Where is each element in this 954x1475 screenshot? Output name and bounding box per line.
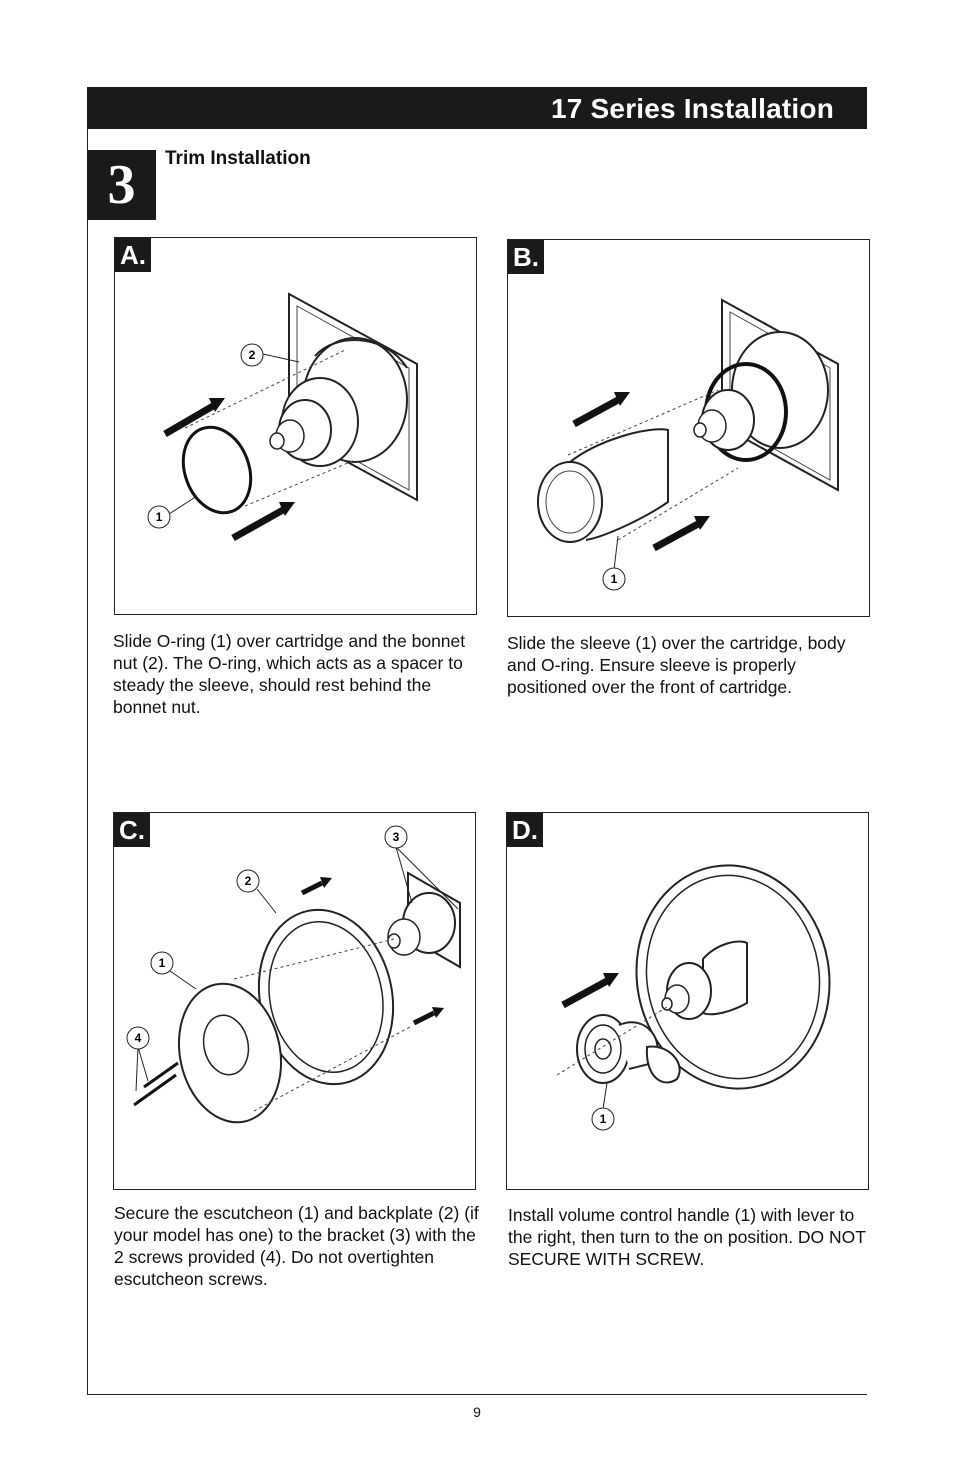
caption-c: Secure the escutcheon (1) and backplate … [114, 1203, 479, 1289]
panel-c-illustration: 3 2 1 4 [126, 825, 461, 1124]
caption-b: Slide the sleeve (1) over the cartridge,… [507, 633, 846, 697]
callout-2: 2 [245, 874, 252, 888]
caption-d: Install volume control handle (1) with l… [508, 1205, 866, 1269]
panel-c-label: C. [114, 813, 150, 847]
callout-1: 1 [611, 572, 618, 586]
callout-4: 4 [135, 1031, 142, 1045]
panel-b-label: B. [508, 240, 544, 274]
panel-c: 3 2 1 4 C. [113, 812, 476, 1190]
panel-b-illustration: 1 [537, 298, 839, 591]
panel-d-illustration: 1 [556, 864, 831, 1131]
page-title: 17 Series Installation [551, 93, 834, 124]
callout-1: 1 [600, 1112, 607, 1126]
page-number: 9 [473, 1404, 481, 1420]
bottom-rule [87, 1394, 867, 1395]
left-rule [87, 129, 88, 1395]
panel-a: 2 1 A. [114, 237, 477, 615]
header-bar: 17 Series Installation [87, 87, 867, 129]
callout-3: 3 [393, 830, 400, 844]
callout-1: 1 [156, 510, 163, 524]
panel-a-illustration: 2 1 [147, 292, 418, 542]
panel-d-label: D. [507, 813, 543, 847]
panel-d: 1 D. [506, 812, 869, 1190]
caption-a: Slide O-ring (1) over cartridge and the … [113, 631, 466, 717]
section-title: Trim Installation [165, 148, 311, 169]
callout-1: 1 [159, 956, 166, 970]
callout-2: 2 [249, 348, 256, 362]
panel-a-label: A. [115, 238, 151, 272]
panel-b: 1 B. [507, 239, 870, 617]
step-number: 3 [87, 150, 156, 220]
